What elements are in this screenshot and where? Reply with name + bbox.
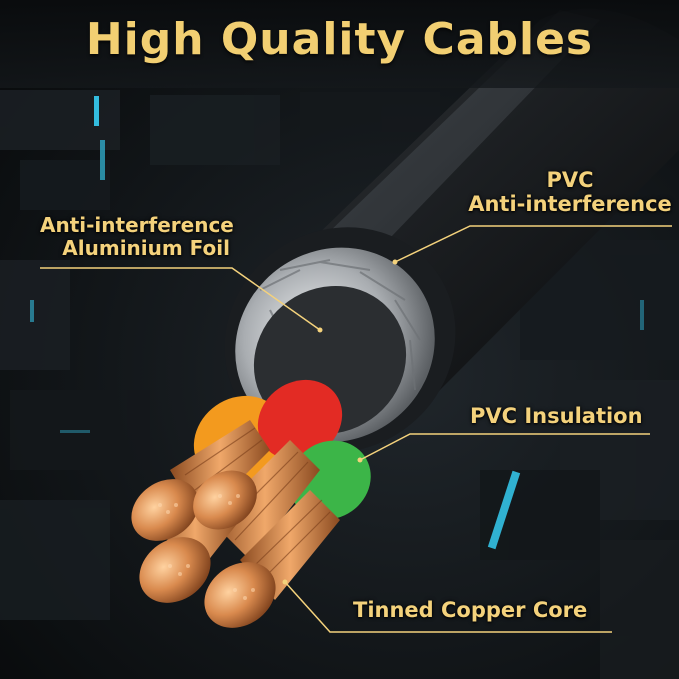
label-aluminium-foil-line2: Aluminium Foil xyxy=(62,236,230,260)
label-pvc-insulation: PVC Insulation xyxy=(470,404,643,428)
label-aluminium-foil-line1: Anti-interference xyxy=(40,213,234,237)
callout-line-copper xyxy=(284,581,612,633)
strand-end-2 xyxy=(193,470,257,530)
callout-dots xyxy=(282,259,398,585)
callout-line-foil xyxy=(40,267,321,331)
title-band xyxy=(0,0,679,88)
background-circuit-blocks xyxy=(0,90,679,679)
page-title: High Quality Cables xyxy=(85,14,594,65)
callout-line-insulation xyxy=(359,433,650,461)
label-pvc-anti-interference: PVC Anti-interference xyxy=(468,168,672,216)
label-pvc-line2: Anti-interference xyxy=(468,192,672,217)
label-aluminium-foil: Anti-interference Aluminium Foil xyxy=(40,213,234,260)
label-pvc-line1: PVC xyxy=(546,168,594,192)
strand-end-4 xyxy=(204,562,276,628)
strand-end-3 xyxy=(139,537,211,603)
strand-end-1 xyxy=(131,479,199,541)
callout-line-pvc xyxy=(394,225,672,263)
wire-red-insulation xyxy=(257,379,343,461)
callout-lines xyxy=(40,225,672,633)
background-light-strips xyxy=(30,96,644,550)
label-tinned-copper-core: Tinned Copper Core xyxy=(353,598,588,622)
strand-dots xyxy=(158,494,255,600)
